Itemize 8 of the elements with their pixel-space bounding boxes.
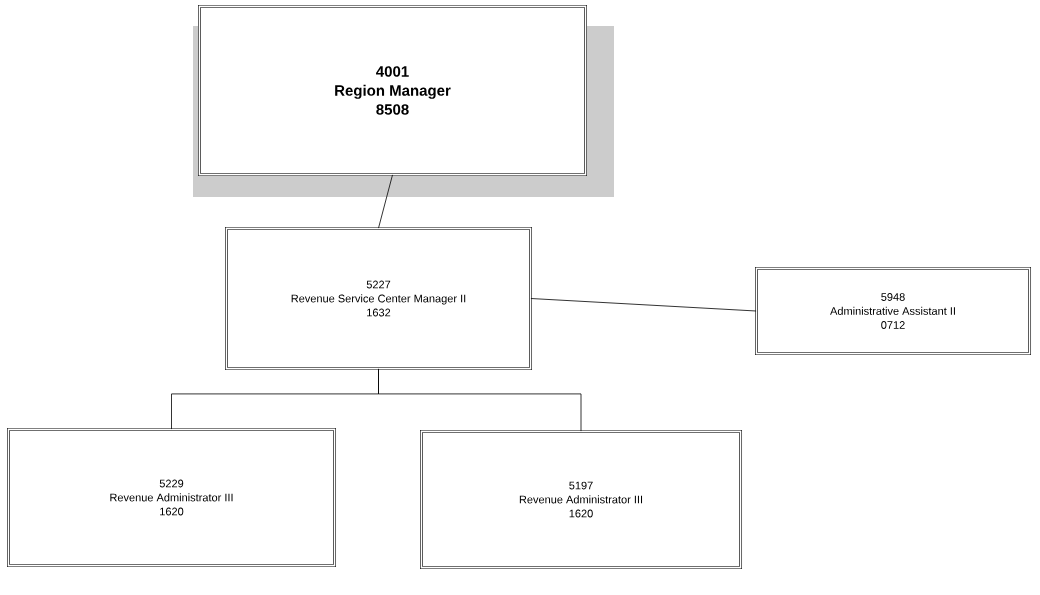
connector-line [378,174,393,229]
position-box: 5197 Revenue Administrator III 1620 [420,430,742,569]
position-box: 4001 Region Manager 8508 [193,5,614,197]
position-box: 5948 Administrative Assistant II 0712 [755,267,1031,355]
connector-line [530,298,757,312]
connector-line [378,368,582,432]
position-box: 5227 Revenue Service Center Manager II 1632 [225,227,532,370]
position-box: 5229 Revenue Administrator III 1620 [7,428,336,567]
